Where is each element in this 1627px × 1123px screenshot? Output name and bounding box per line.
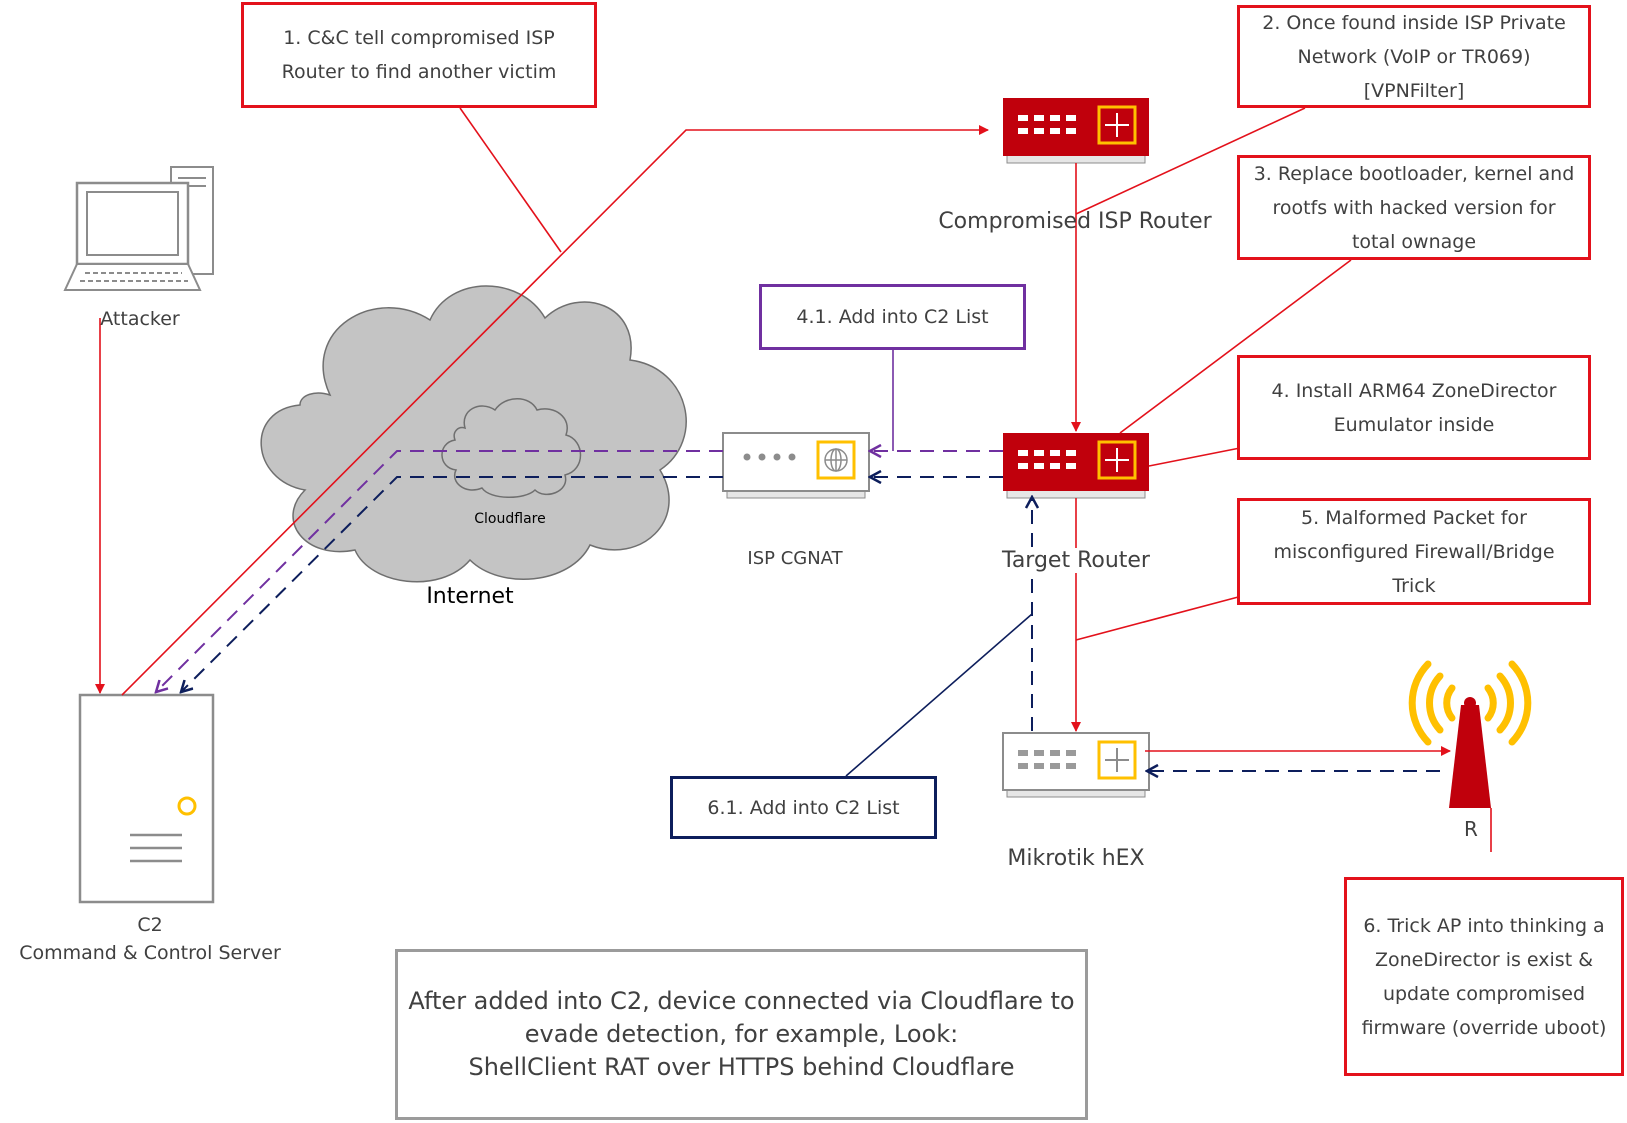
c2-subtitle: Command & Control Server	[19, 942, 281, 964]
mikrotik-hex-icon	[1002, 732, 1150, 798]
cloudflare-cloud-icon	[441, 398, 582, 498]
step41-callout: 4.1. Add into C2 List	[759, 284, 1026, 350]
attacker-computer-icon	[63, 166, 214, 291]
compromised-router-label: Compromised ISP Router	[938, 209, 1212, 234]
target-router-icon	[1003, 433, 1149, 499]
step6-callout: 6. Trick AP into thinking a ZoneDirector…	[1344, 877, 1624, 1076]
attacker-label: Attacker	[100, 308, 180, 330]
purple-dashed-flow	[156, 451, 1003, 692]
step1-callout: 1. C&C tell compromised ISP Router to fi…	[241, 2, 597, 108]
isp-cgnat-modem-icon	[722, 432, 870, 499]
c2-title: C2	[137, 914, 163, 936]
cloudflare-note-box: After added into C2, device connected vi…	[395, 949, 1088, 1120]
internet-label: Internet	[426, 584, 514, 609]
compromised-router-icon	[1003, 98, 1149, 164]
step3-callout: 3. Replace bootloader, kernel and rootfs…	[1237, 155, 1591, 260]
c2-label: C2 Command & Control Server	[0, 911, 300, 967]
step61-callout: 6.1. Add into C2 List	[670, 776, 937, 839]
step4-callout: 4. Install ARM64 ZoneDirector Eumulator …	[1237, 355, 1591, 460]
navy-callout-connector	[845, 613, 1033, 777]
c2-server-icon	[78, 693, 215, 904]
mikrotik-label: Mikrotik hEX	[1007, 846, 1145, 871]
isp-cgnat-label: ISP CGNAT	[747, 548, 843, 569]
red-flow-lines	[95, 107, 1492, 852]
step2-callout: 2. Once found inside ISP Private Network…	[1237, 5, 1591, 108]
cloudflare-label: Cloudflare	[474, 511, 546, 527]
step5-callout: 5. Malformed Packet for misconfigured Fi…	[1237, 498, 1591, 605]
access-point-icon	[1408, 660, 1532, 808]
access-point-label: R	[1464, 817, 1478, 841]
target-router-label: Target Router	[976, 548, 1176, 573]
